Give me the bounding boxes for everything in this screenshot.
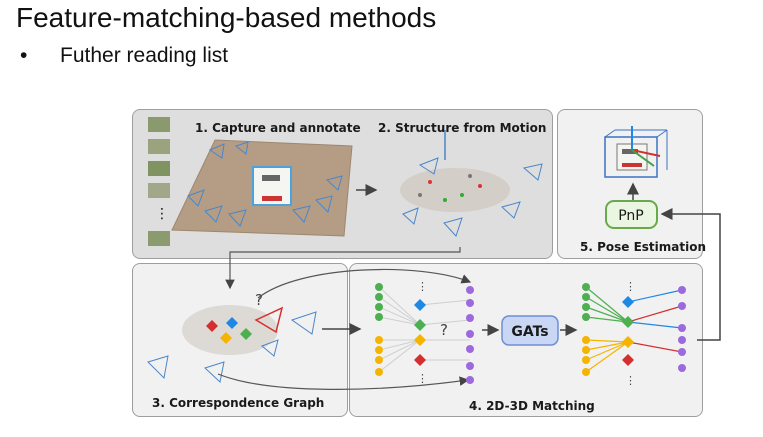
pnp-label: PnP — [618, 208, 644, 224]
question-icon: ? — [255, 291, 263, 309]
arrow-matching-to-pnp — [660, 208, 721, 341]
thumbnail — [148, 161, 170, 176]
slide-title: Feature-matching-based methods — [16, 2, 437, 33]
thumbnail — [148, 231, 170, 246]
bullet-icon: • — [20, 44, 28, 67]
thumbnail — [148, 183, 170, 198]
step4-label: 4. 2D-3D Matching — [469, 399, 595, 413]
ellipsis-icon: ⋮ — [155, 206, 169, 222]
thumbnail — [148, 117, 170, 132]
photo-thumbnails: ⋮ — [148, 117, 170, 246]
capture-scene — [171, 139, 353, 237]
step2-label: 2. Structure from Motion — [378, 121, 547, 135]
thumbnail — [148, 139, 170, 154]
bipartite-before: ⋮ ⋮ ? — [375, 280, 474, 385]
ellipsis-icon: ⋮ — [625, 280, 636, 293]
arrow-sfm-to-graph — [225, 247, 461, 290]
bullet-item: • Futher reading list — [20, 44, 228, 68]
step3-label: 3. Correspondence Graph — [152, 396, 325, 410]
question-icon: ? — [440, 321, 448, 339]
step1-label: 1. Capture and annotate — [195, 121, 361, 135]
bullet-text: Futher reading list — [60, 44, 229, 67]
step5-label: 5. Pose Estimation — [580, 240, 707, 254]
pose-object — [604, 126, 668, 178]
correspondence-graph: ? — [147, 268, 472, 390]
ellipsis-icon: ⋮ — [417, 372, 428, 385]
ellipsis-icon: ⋮ — [625, 374, 636, 387]
gats-label: GATs — [511, 324, 548, 340]
sfm-point-cloud — [400, 130, 543, 237]
bipartite-after: ⋮ ⋮ — [582, 280, 686, 387]
annotated-object — [252, 166, 292, 206]
pnp-box: PnP — [605, 200, 658, 229]
ellipsis-icon: ⋮ — [417, 280, 428, 293]
gats-box: GATs — [501, 315, 559, 346]
